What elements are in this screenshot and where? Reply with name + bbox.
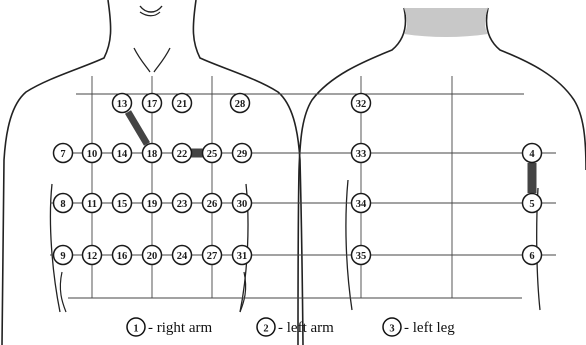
legend-number: 2	[263, 324, 268, 335]
electrode-12: 12	[83, 246, 102, 265]
electrode-21: 21	[173, 94, 192, 113]
electrode-label: 12	[87, 251, 98, 262]
legend: 1 - right arm 2 - left arm 3 - left leg	[127, 318, 455, 336]
electrode-label: 33	[356, 149, 367, 160]
electrode-label: 8	[60, 199, 65, 210]
electrode-label: 22	[177, 149, 188, 160]
electrode-label: 30	[237, 199, 248, 210]
electrode-20: 20	[143, 246, 162, 265]
electrode-30: 30	[233, 194, 252, 213]
electrode-31: 31	[233, 246, 252, 265]
electrode-16: 16	[113, 246, 132, 265]
legend-number: 1	[133, 324, 138, 335]
electrode-label: 34	[356, 199, 367, 210]
electrode-10: 10	[83, 144, 102, 163]
legend-item-1: 1 - right arm	[127, 318, 212, 336]
electrode-25: 25	[203, 144, 222, 163]
electrode-35: 35	[352, 246, 371, 265]
electrode-label: 7	[60, 149, 65, 160]
electrode-label: 9	[60, 251, 65, 262]
collarbone-left	[134, 48, 150, 72]
electrode-label: 11	[87, 199, 97, 210]
legend-item-3: 3 - left leg	[383, 318, 455, 336]
electrode-label: 26	[207, 199, 218, 210]
electrode-label: 19	[147, 199, 158, 210]
electrode-label: 21	[177, 99, 188, 110]
electrode-14: 14	[113, 144, 132, 163]
electrode-label: 28	[235, 99, 246, 110]
electrode-34: 34	[352, 194, 371, 213]
electrode-4: 4	[523, 144, 542, 163]
electrode-29: 29	[233, 144, 252, 163]
electrode-13: 13	[113, 94, 132, 113]
electrode-label: 15	[117, 199, 128, 210]
legend-item-2: 2 - left arm	[257, 318, 334, 336]
electrode-27: 27	[203, 246, 222, 265]
electrode-label: 25	[207, 149, 218, 160]
electrode-label: 13	[117, 99, 128, 110]
back-left-arm-line	[346, 180, 352, 310]
electrode-11: 11	[83, 194, 102, 213]
electrode-17: 17	[143, 94, 162, 113]
electrode-28: 28	[231, 94, 250, 113]
electrode-label: 5	[529, 199, 534, 210]
electrode-7: 7	[54, 144, 73, 163]
electrode-33: 33	[352, 144, 371, 163]
electrode-8: 8	[54, 194, 73, 213]
electrode-9: 9	[54, 246, 73, 265]
electrode-23: 23	[173, 194, 192, 213]
electrode-label: 20	[147, 251, 158, 262]
back-neck-shading	[404, 8, 488, 37]
electrode-5: 5	[523, 194, 542, 213]
front-neck-right	[193, 0, 303, 345]
electrode-22: 22	[173, 144, 192, 163]
electrode-18: 18	[143, 144, 162, 163]
legend-text: - left arm	[278, 320, 334, 336]
front-chin	[140, 6, 162, 12]
electrode-26: 26	[203, 194, 222, 213]
electrode-label: 32	[356, 99, 367, 110]
electrode-label: 29	[237, 149, 248, 160]
electrode-label: 24	[177, 251, 188, 262]
electrode-label: 16	[117, 251, 128, 262]
electrode-label: 18	[147, 149, 158, 160]
electrode-label: 27	[207, 251, 218, 262]
connector-13-18	[128, 112, 147, 144]
electrode-24: 24	[173, 246, 192, 265]
electrode-19: 19	[143, 194, 162, 213]
legend-number: 3	[389, 324, 394, 335]
electrode-label: 35	[356, 251, 367, 262]
legend-text: - left leg	[404, 320, 455, 336]
electrode-label: 31	[237, 251, 248, 262]
electrode-label: 6	[529, 251, 534, 262]
electrode-label: 10	[87, 149, 98, 160]
electrode-label: 17	[147, 99, 158, 110]
collarbone-right	[154, 48, 170, 72]
electrode-label: 23	[177, 199, 188, 210]
legend-text: - right arm	[148, 320, 212, 336]
electrode-6: 6	[523, 246, 542, 265]
electrode-32: 32	[352, 94, 371, 113]
back-neck-left	[298, 8, 406, 345]
electrode-15: 15	[113, 194, 132, 213]
electrode-label: 4	[529, 149, 535, 160]
electrode-label: 14	[117, 149, 128, 160]
